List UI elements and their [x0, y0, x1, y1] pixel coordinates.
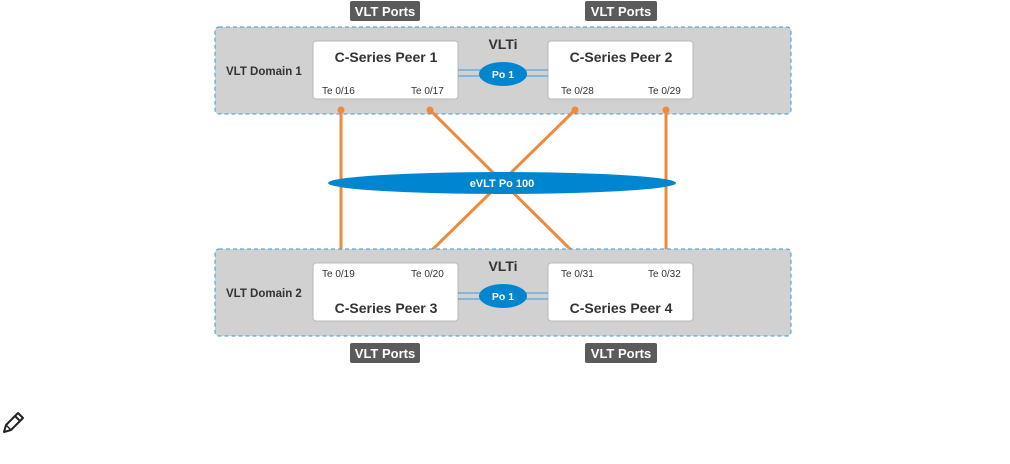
peer-2-name: C-Series Peer 2 — [570, 49, 673, 65]
peer-4-name: C-Series Peer 4 — [570, 300, 673, 316]
evlt-po100-ellipse — [328, 172, 676, 194]
peer-4-port-b: Te 0/32 — [648, 269, 681, 280]
peer-3-port-a: Te 0/19 — [322, 269, 355, 280]
vlt-ports-tag-bottom-right: VLT Ports — [585, 343, 657, 363]
vlt-domain-2-label: VLT Domain 2 — [226, 288, 302, 300]
vlti-label-1: VLTi — [488, 36, 517, 52]
vlt-ports-tag-bottom-left: VLT Ports — [350, 343, 420, 363]
evlt-po100-label: eVLT Po 100 — [470, 178, 535, 190]
peer-4-box — [547, 262, 694, 322]
vlti-label-2: VLTi — [488, 258, 517, 274]
peer-4-port-a: Te 0/31 — [561, 269, 594, 280]
peer-3-name: C-Series Peer 3 — [335, 300, 438, 316]
po1-label-1: Po 1 — [492, 69, 514, 81]
vlt-domain-1-label: VLT Domain 1 — [226, 66, 302, 78]
peer-3-box — [312, 262, 459, 322]
pencil-note-icon — [3, 412, 24, 433]
vlt-ports-tag-top-right: VLT Ports — [585, 1, 657, 21]
peer-1-port-a: Te 0/16 — [322, 86, 355, 97]
peer-2-port-b: Te 0/29 — [648, 86, 681, 97]
po1-ellipse-1 — [479, 62, 527, 86]
svg-text:VLT Ports: VLT Ports — [591, 346, 651, 361]
peer-2-port-a: Te 0/28 — [561, 86, 594, 97]
svg-text:VLT Ports: VLT Ports — [355, 346, 415, 361]
svg-text:VLT Ports: VLT Ports — [591, 4, 651, 19]
po1-ellipse-2 — [479, 284, 527, 308]
peer-1-name: C-Series Peer 1 — [335, 49, 438, 65]
peer-1-port-b: Te 0/17 — [411, 86, 444, 97]
svg-text:VLT Ports: VLT Ports — [355, 4, 415, 19]
vlt-ports-tag-top-left: VLT Ports — [350, 1, 420, 21]
peer-3-port-b: Te 0/20 — [411, 269, 444, 280]
po1-label-2: Po 1 — [492, 291, 514, 303]
